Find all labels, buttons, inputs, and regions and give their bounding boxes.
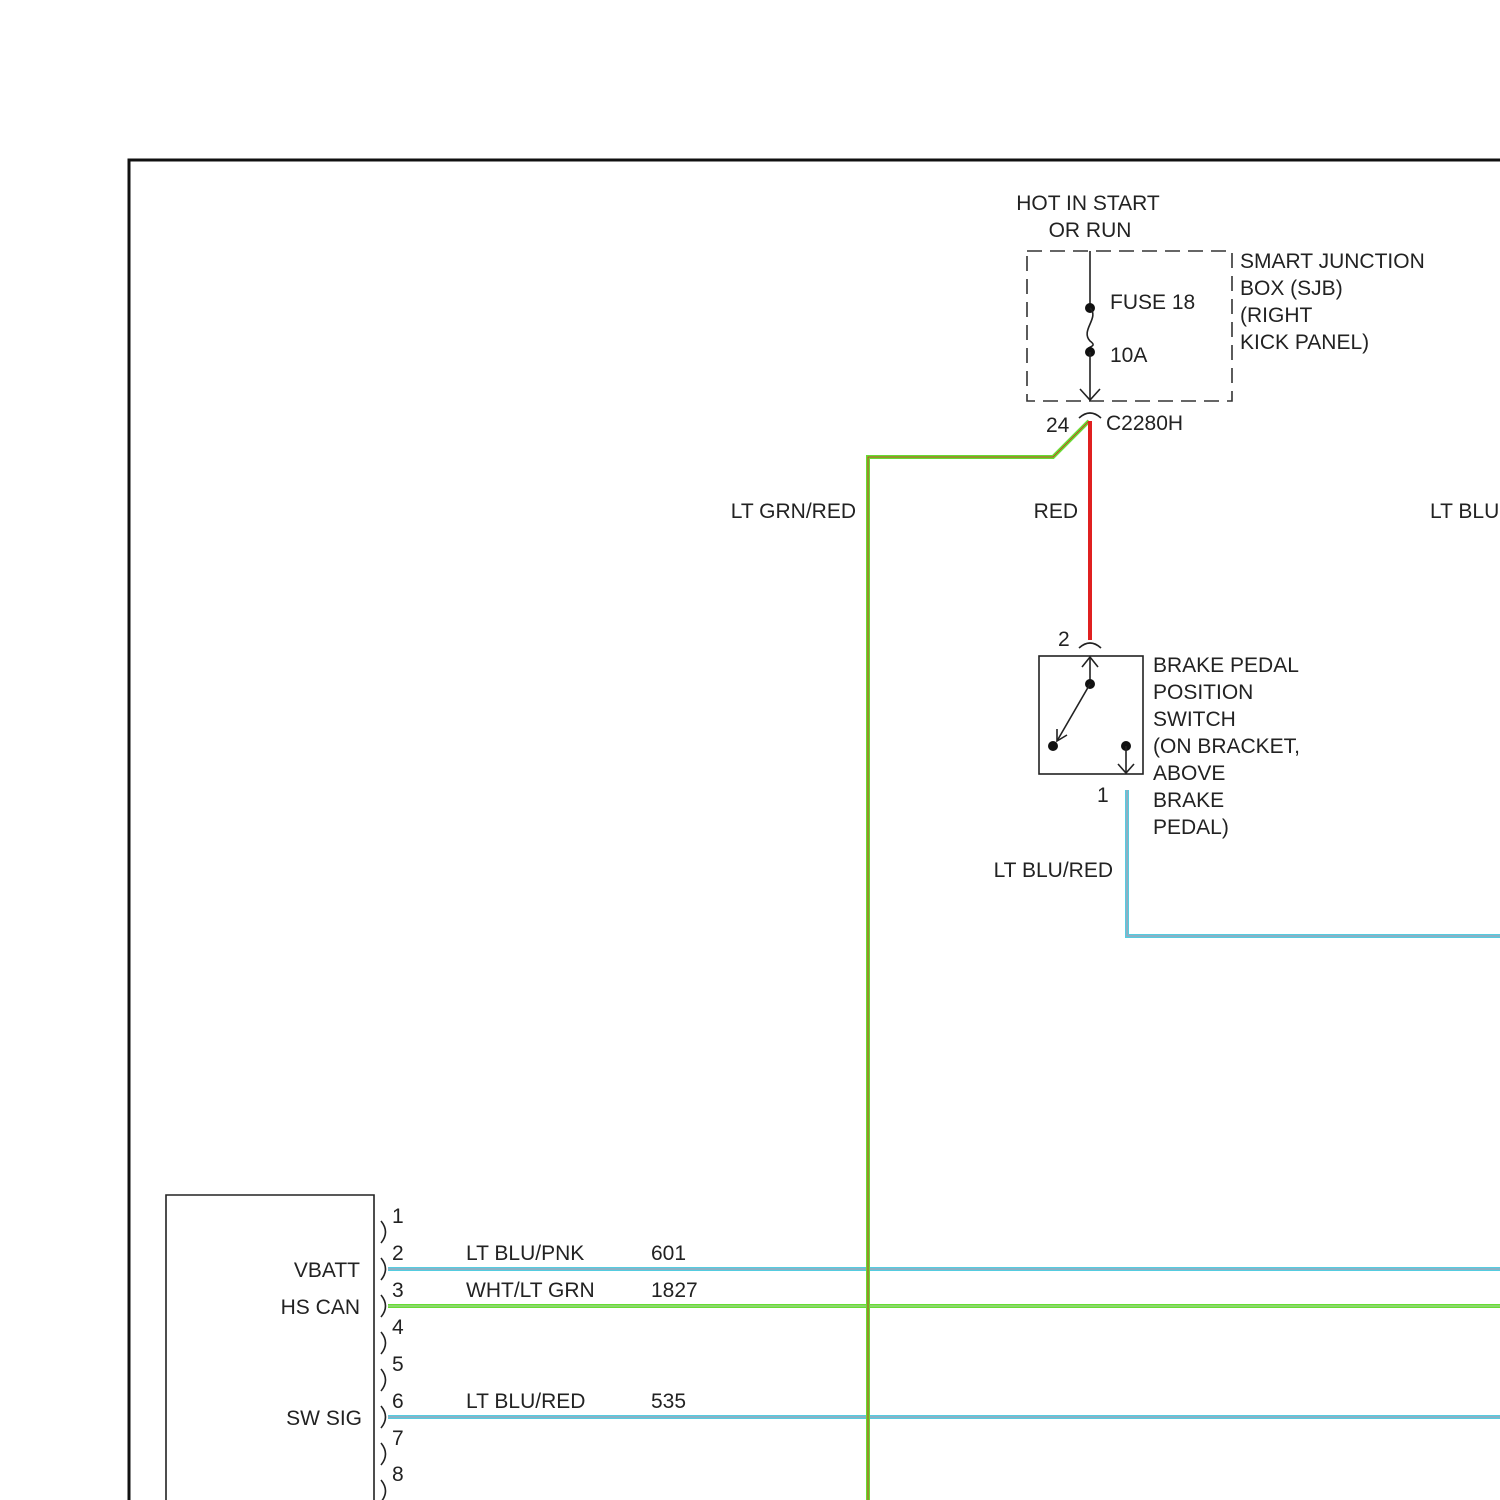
module-pin-brackets xyxy=(381,1221,386,1500)
switch-label-line3: SWITCH xyxy=(1153,708,1236,731)
switch-contact-symbol xyxy=(1048,657,1134,773)
circuit-601-number: 601 xyxy=(651,1242,686,1265)
connector-name: C2280H xyxy=(1106,412,1183,435)
sjb-label-line1: SMART JUNCTION xyxy=(1240,250,1425,273)
switch-label-line7: PEDAL) xyxy=(1153,816,1229,839)
fuse-18-symbol xyxy=(1080,251,1100,400)
circuit-535-color: LT BLU/RED xyxy=(466,1390,585,1413)
switch-label-line1: BRAKE PEDAL xyxy=(1153,654,1299,677)
brake-switch-box xyxy=(1039,656,1143,774)
module-box xyxy=(166,1195,374,1500)
circuit-1827-number: 1827 xyxy=(651,1279,698,1302)
signal-vbatt: VBATT xyxy=(294,1259,360,1282)
switch-pin-2: 2 xyxy=(1058,628,1070,651)
module-pin-1: 1 xyxy=(392,1205,404,1228)
module-pin-3: 3 xyxy=(392,1279,404,1302)
power-label-line2: OR RUN xyxy=(1049,219,1132,242)
module-pin-8: 8 xyxy=(392,1463,404,1486)
signal-sw-sig: SW SIG xyxy=(286,1407,362,1430)
circuit-535-number: 535 xyxy=(651,1390,686,1413)
module-pin-5: 5 xyxy=(392,1353,404,1376)
wire-label-red: RED xyxy=(1034,500,1078,523)
sjb-label-line3: (RIGHT xyxy=(1240,304,1312,327)
signal-hs-can: HS CAN xyxy=(281,1296,360,1319)
module-pin-4: 4 xyxy=(392,1316,404,1339)
module-pin-2: 2 xyxy=(392,1242,404,1265)
switch-label-line4: (ON BRACKET, xyxy=(1153,735,1300,758)
wire-lt-grn-red xyxy=(868,421,1089,1500)
fuse-name: FUSE 18 xyxy=(1110,291,1195,314)
switch-pin-1: 1 xyxy=(1097,784,1109,807)
module-pin-7: 7 xyxy=(392,1427,404,1450)
wire-label-lt-blu-partial: LT BLU xyxy=(1430,500,1499,523)
sjb-label-line4: KICK PANEL) xyxy=(1240,331,1369,354)
switch-label-line6: BRAKE xyxy=(1153,789,1224,812)
connector-pin-24: 24 xyxy=(1046,414,1070,437)
fuse-rating: 10A xyxy=(1110,344,1147,367)
connector-c2280h-symbol xyxy=(1079,413,1101,418)
circuit-1827-color: WHT/LT GRN xyxy=(466,1279,595,1302)
switch-connector-symbol xyxy=(1079,643,1101,648)
sjb-label-line2: BOX (SJB) xyxy=(1240,277,1343,300)
circuit-601-color: LT BLU/PNK xyxy=(466,1242,584,1265)
switch-label-line2: POSITION xyxy=(1153,681,1253,704)
switch-label-line5: ABOVE xyxy=(1153,762,1225,785)
module-pin-6: 6 xyxy=(392,1390,404,1413)
power-label-line1: HOT IN START xyxy=(1016,192,1160,215)
wire-label-lt-grn-red: LT GRN/RED xyxy=(731,500,856,523)
sjb-box xyxy=(1027,251,1232,401)
wire-label-lt-blu-red: LT BLU/RED xyxy=(994,859,1113,882)
